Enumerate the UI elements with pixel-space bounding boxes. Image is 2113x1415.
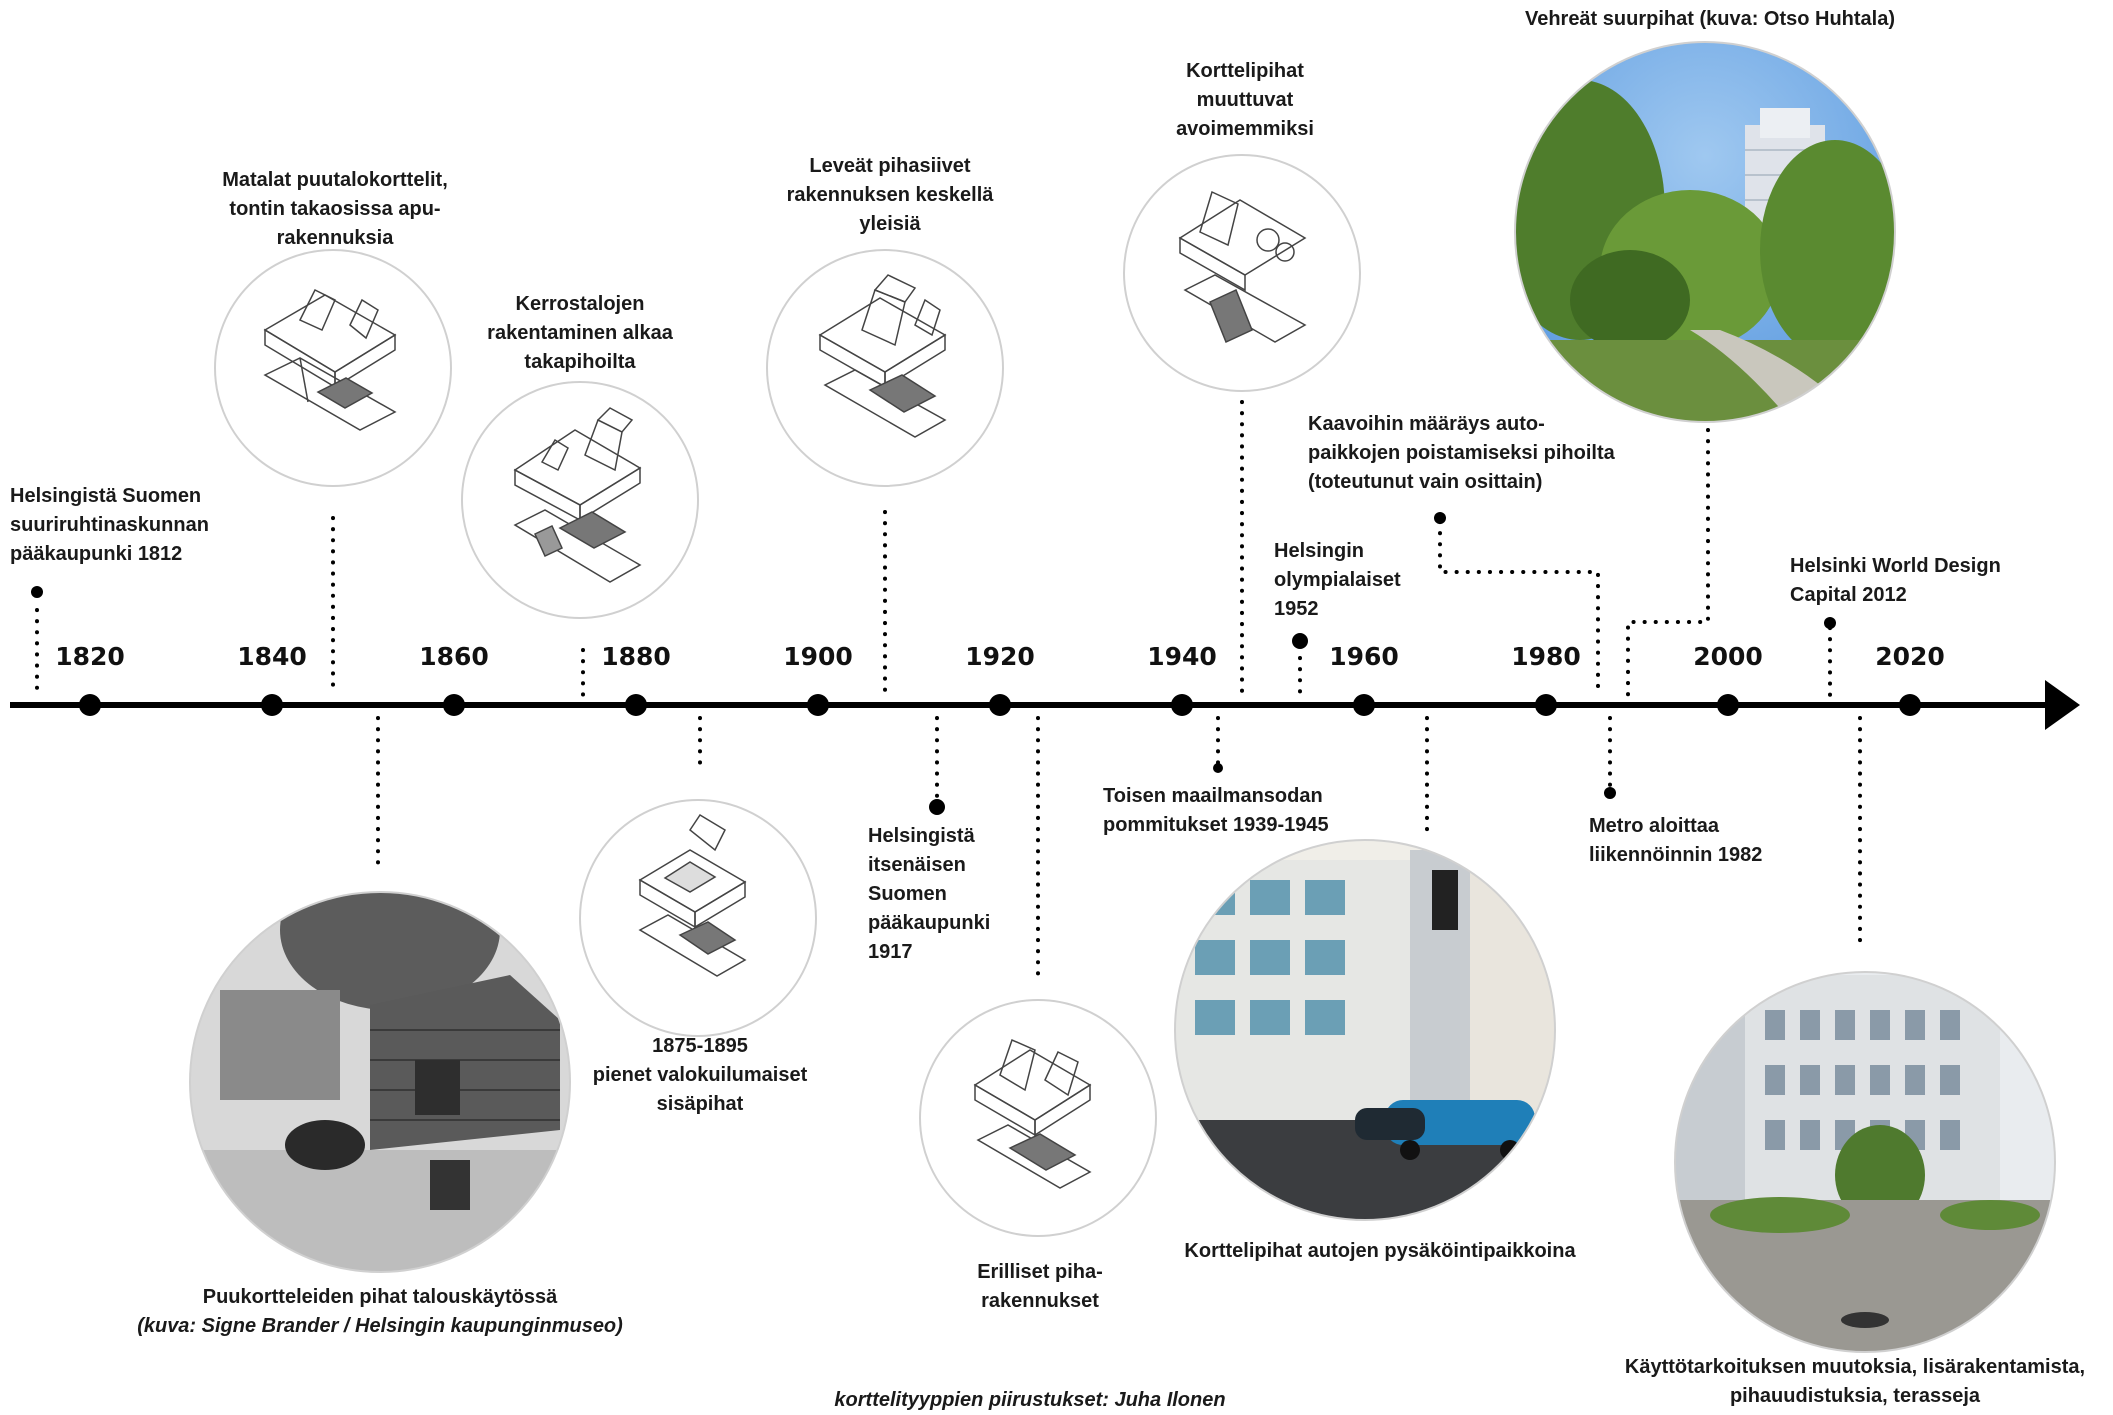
drawing-circle-apartments bbox=[461, 381, 699, 619]
year-label-2000: 2000 bbox=[1693, 642, 1763, 671]
event-parking-removal: Kaavoihin määräys auto- paikkojen poista… bbox=[1308, 413, 1615, 493]
event-metro: Metro aloittaa liikennöinnin 1982 bbox=[1589, 815, 1763, 866]
event-dots bbox=[31, 512, 1836, 815]
year-label-1860: 1860 bbox=[419, 642, 489, 671]
tick-1980 bbox=[1535, 694, 1557, 716]
year-label-1900: 1900 bbox=[783, 642, 853, 671]
event-parking-courtyards: Korttelipihat autojen pysäköintipaikkoin… bbox=[1184, 1240, 1576, 1262]
tick-1940 bbox=[1171, 694, 1193, 716]
event-courtyards-open: Korttelipihat muuttuvat avoimemmiksi bbox=[1176, 60, 1314, 140]
leader-lines bbox=[35, 400, 1862, 980]
year-label-1960: 1960 bbox=[1329, 642, 1399, 671]
timeline-axis bbox=[10, 680, 2080, 730]
tick-2020 bbox=[1899, 694, 1921, 716]
event-wide-wings: Leveät pihasiivet rakennuksen keskellä y… bbox=[786, 155, 994, 235]
tick-1820 bbox=[79, 694, 101, 716]
tick-1900 bbox=[807, 694, 829, 716]
dot-1952 bbox=[1292, 633, 1308, 649]
drawing-circle-wide-wings bbox=[766, 249, 1004, 487]
event-use-changes: Käyttötarkoituksen muutoksia, lisärakent… bbox=[1624, 1356, 2086, 1407]
photo-parking-courtyards bbox=[1174, 839, 1556, 1221]
year-label-1820: 1820 bbox=[55, 642, 125, 671]
event-independent-capital: Helsingistä itsenäisen Suomen pääkaupunk… bbox=[868, 825, 991, 963]
drawing-circle-wooden-blocks bbox=[214, 249, 452, 487]
drawings-credit: korttelityyppien piirustukset: Juha Ilon… bbox=[834, 1389, 1226, 1411]
year-label-1840: 1840 bbox=[237, 642, 307, 671]
photo-green-courtyards bbox=[1514, 41, 1896, 423]
event-war-bombings: Toisen maailmansodan pommitukset 1939-19… bbox=[1103, 785, 1329, 836]
dot-1812 bbox=[31, 586, 43, 598]
year-label-1920: 1920 bbox=[965, 642, 1035, 671]
event-olympics: Helsingin olympialaiset 1952 bbox=[1274, 540, 1401, 620]
tick-1920 bbox=[989, 694, 1011, 716]
dot-2012 bbox=[1824, 617, 1836, 629]
tick-1960 bbox=[1353, 694, 1375, 716]
year-label-2020: 2020 bbox=[1875, 642, 1945, 671]
event-low-wooden-blocks: Matalat puutalokorttelit, tontin takaosi… bbox=[222, 169, 448, 249]
event-green-courtyards: Vehreät suurpihat (kuva: Otso Huhtala) bbox=[1524, 8, 1896, 30]
leader-green-courtyards bbox=[1626, 428, 1710, 697]
year-ticks bbox=[79, 694, 1921, 716]
event-wooden-block-yards: Puukortteleiden pihat talouskäytössä bbox=[202, 1286, 558, 1308]
event-apartment-buildings: Kerrostalojen rakentaminen alkaa takapih… bbox=[487, 293, 673, 373]
drawing-circle-separate-buildings bbox=[919, 999, 1157, 1237]
year-label-1980: 1980 bbox=[1511, 642, 1581, 671]
event-capital-1812: Helsingistä Suomen suuriruhtinaskunnan p… bbox=[10, 485, 209, 565]
drawing-circle-open-courtyards bbox=[1123, 154, 1361, 392]
photo-modern-courtyard bbox=[1674, 971, 2056, 1353]
year-label-1940: 1940 bbox=[1147, 642, 1217, 671]
dot-war bbox=[1213, 763, 1223, 773]
tick-2000 bbox=[1717, 694, 1739, 716]
drawing-circle-lightwells bbox=[579, 799, 817, 1037]
dot-1917 bbox=[929, 799, 945, 815]
event-wooden-block-credit: (kuva: Signe Brander / Helsingin kaupung… bbox=[137, 1315, 623, 1337]
year-label-1880: 1880 bbox=[601, 642, 671, 671]
timeline-arrowhead bbox=[2045, 680, 2080, 730]
event-design-capital: Helsinki World Design Capital 2012 bbox=[1790, 555, 2001, 606]
tick-1840 bbox=[261, 694, 283, 716]
dot-parking-removal bbox=[1434, 512, 1446, 524]
dot-metro bbox=[1604, 787, 1616, 799]
photo-wooden-yard bbox=[189, 891, 571, 1273]
tick-1880 bbox=[625, 694, 647, 716]
event-small-lightwells: 1875-1895 pienet valokuilumaiset sisäpih… bbox=[592, 1035, 808, 1115]
event-separate-buildings: Erilliset piha- rakennukset bbox=[977, 1261, 1103, 1312]
tick-1860 bbox=[443, 694, 465, 716]
